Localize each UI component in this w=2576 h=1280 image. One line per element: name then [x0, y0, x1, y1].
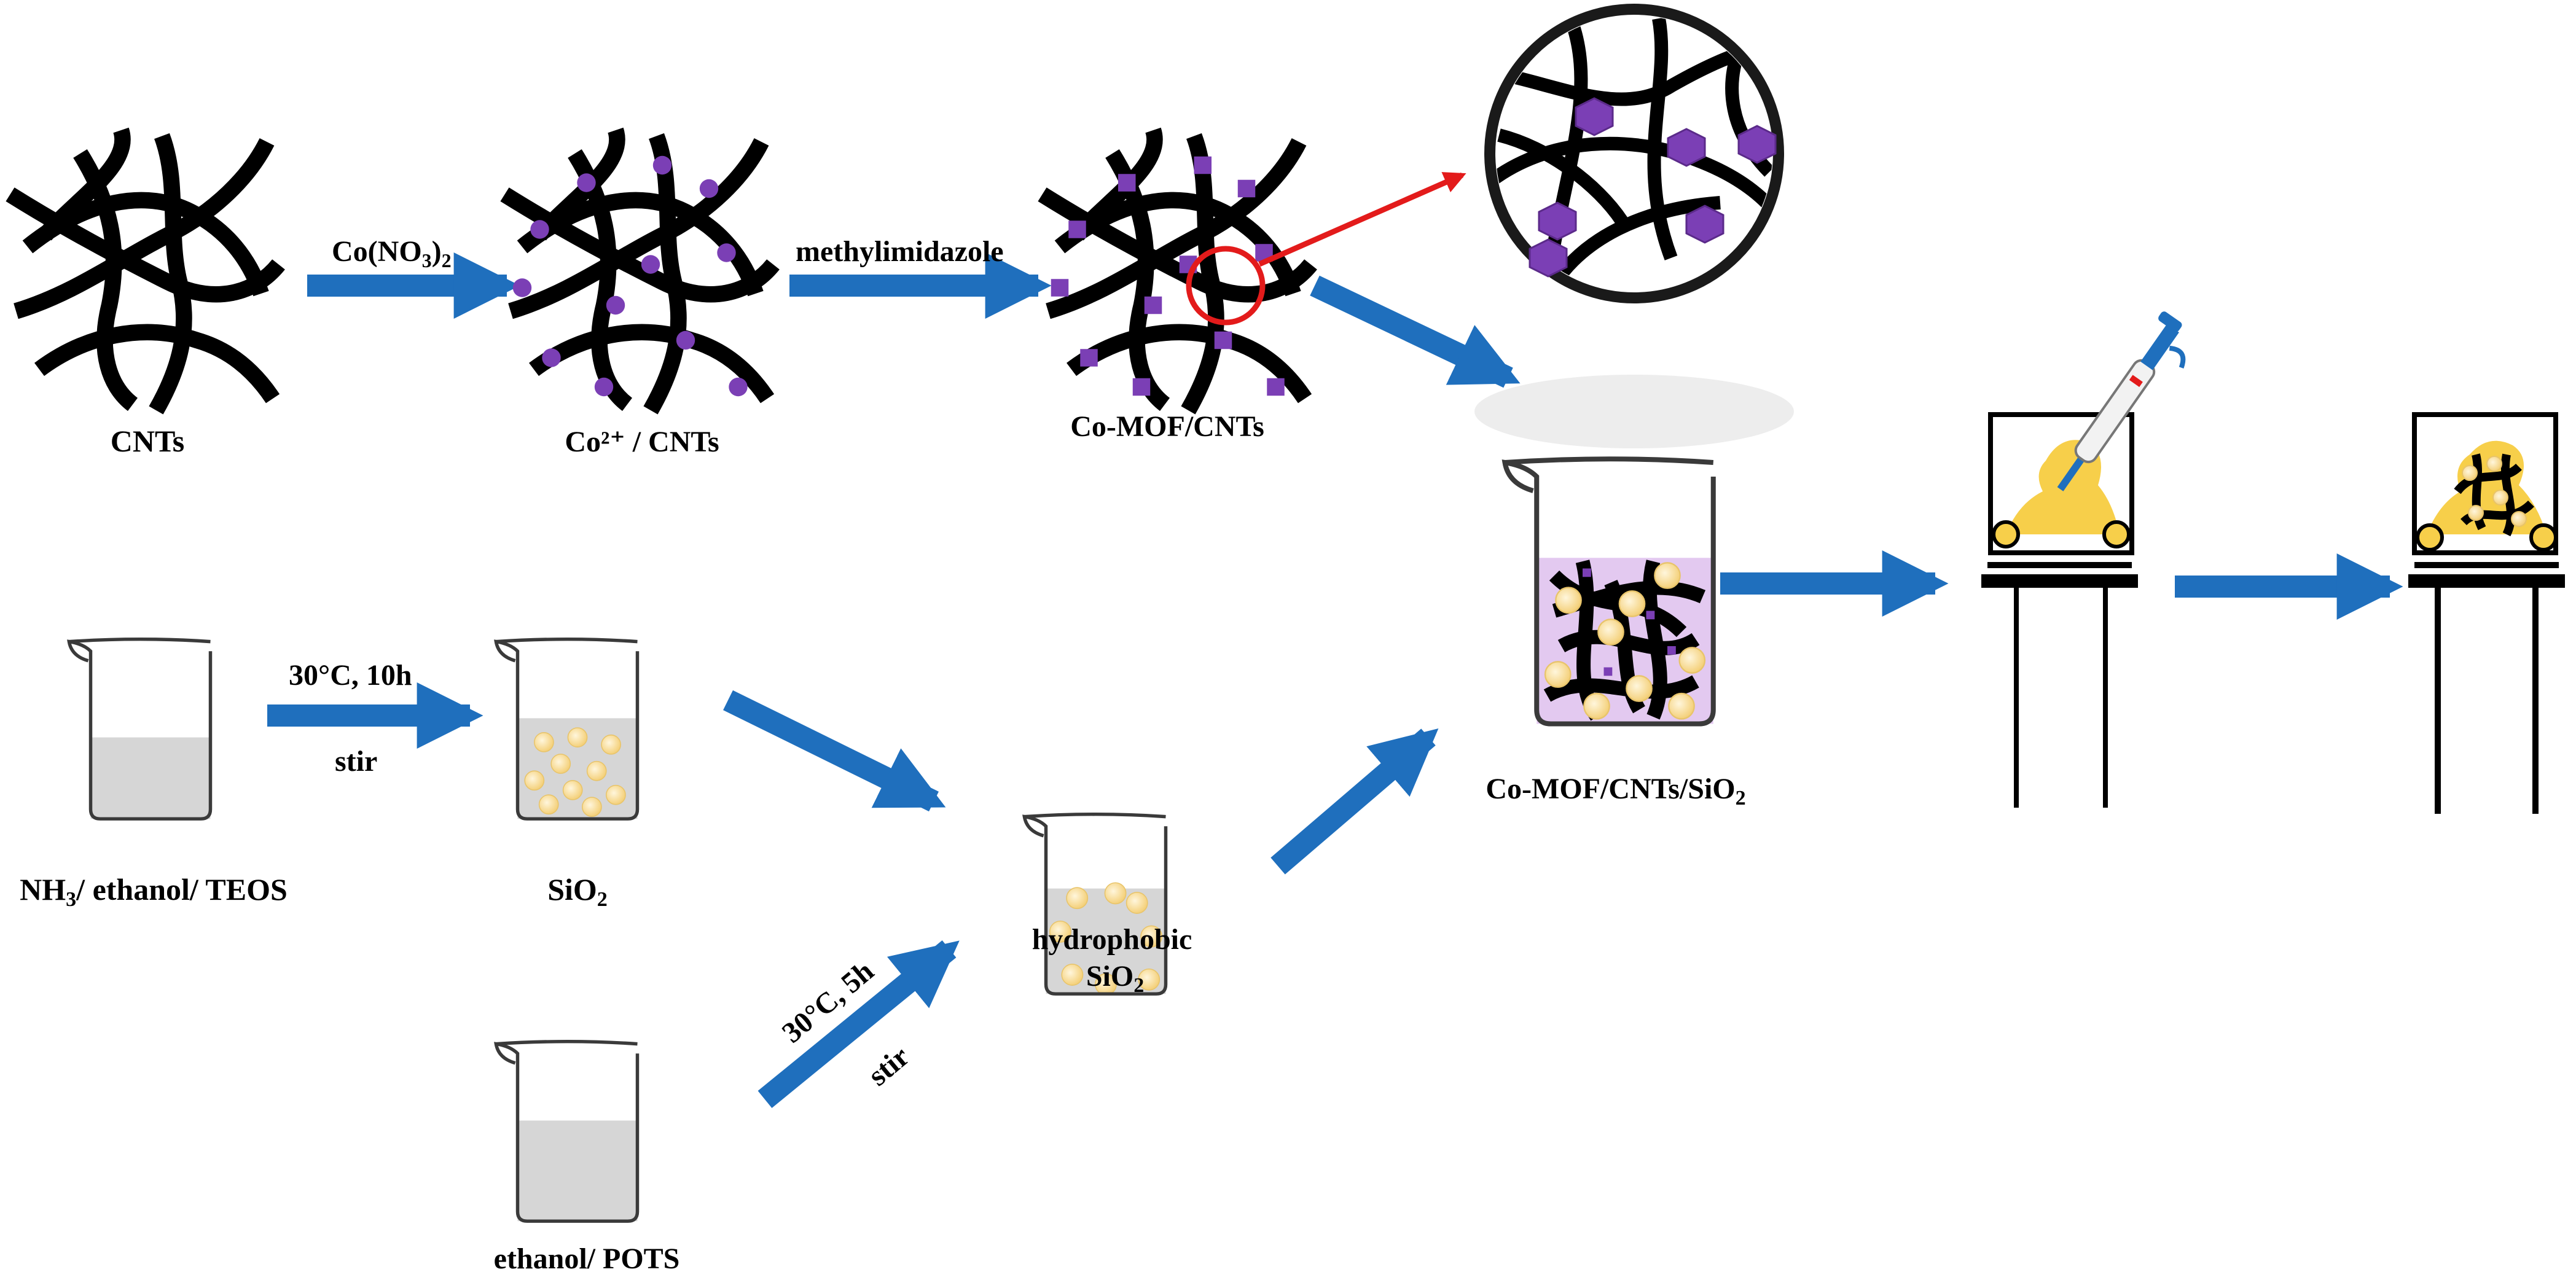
arrow-pots-to-hydrophobic: [758, 940, 960, 1108]
beaker-shadow: [1474, 375, 1794, 448]
beaker-icon-nh3: [69, 639, 210, 819]
zoom-marker-circle: [1186, 246, 1266, 326]
label-step-stir-2: stir: [862, 1040, 915, 1092]
label-sio2: SiO2: [547, 872, 608, 911]
label-hydrophobic-sio2: SiO2: [1086, 960, 1144, 997]
label-step-30c-10h: 30°C, 10h: [289, 659, 412, 692]
arrow-hydrophobic-to-final-beaker: [1270, 728, 1439, 875]
cnt-network-icon: [10, 130, 278, 410]
co-cnts-icon: [505, 130, 773, 410]
beaker-icon-ethanol-pots: [496, 1042, 637, 1222]
co-mof-cnts-icon: [1043, 130, 1311, 410]
beaker-icon-co-mof-cnts-sio2: [1505, 459, 1713, 724]
label-co-cnts: Co²⁺ / CNTs: [565, 426, 719, 458]
zoom-circle-icon: [1484, 4, 1784, 303]
label-step-methylimidazole: methylimidazole: [796, 235, 1004, 268]
coating-stand-icon-2: [2408, 412, 2565, 814]
label-step-co-no3: Co(NO3)2: [332, 235, 452, 271]
label-co-mof-cnts: Co-MOF/CNTs: [1070, 410, 1264, 443]
label-ethanol-pots: ethanol/ POTS: [494, 1243, 680, 1275]
coating-stand-icon-1: [1981, 412, 2138, 808]
label-step-stir-1: stir: [335, 745, 377, 778]
label-cnts: CNTs: [111, 424, 184, 458]
zoom-arrow: [1258, 172, 1466, 267]
arrow-sio2-to-hydrophobic: [723, 690, 946, 812]
label-nh3-ethanol-teos: NH3/ ethanol/ TEOS: [20, 872, 288, 911]
pipette-icon: [2057, 311, 2186, 491]
beaker-icon-hydrophobic: [1024, 814, 1165, 995]
beaker-icon-sio2: [496, 639, 637, 819]
arrow-mof-to-beaker: [1310, 275, 1521, 388]
label-hydrophobic: hydrophobic: [1032, 923, 1192, 956]
label-co-mof-cnts-sio2: Co-MOF/CNTs/SiO2: [1486, 773, 1745, 810]
